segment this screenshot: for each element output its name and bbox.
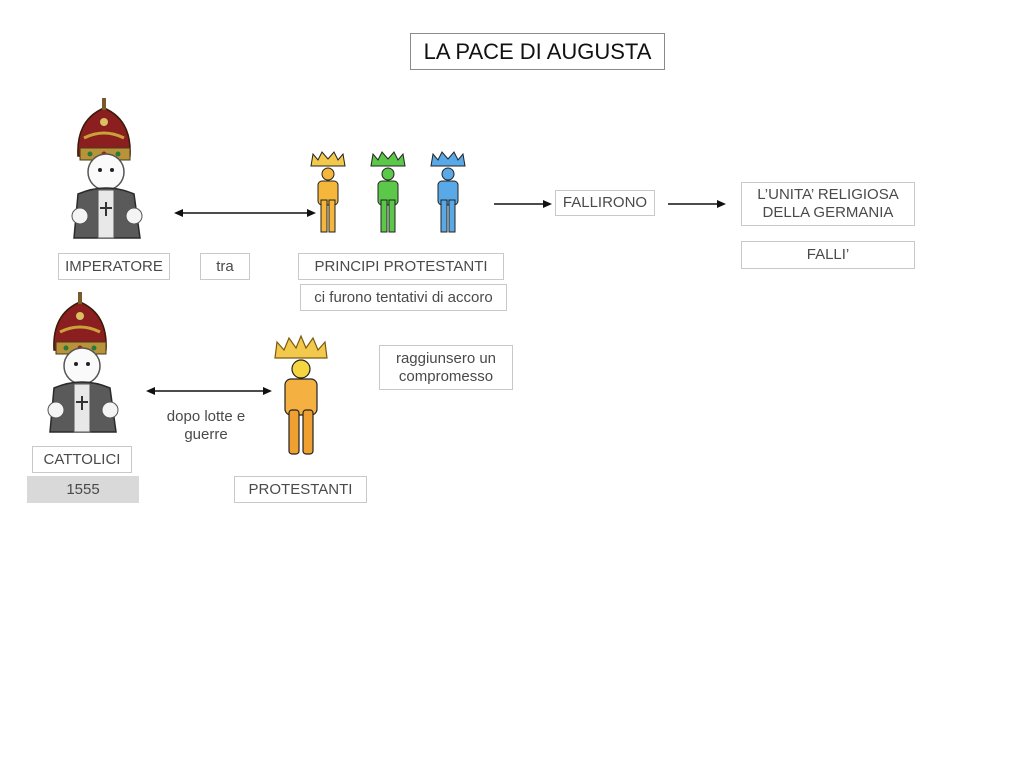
tentativi-box: ci furono tentativi di accoro (300, 284, 507, 311)
tra-box: tra (200, 253, 250, 280)
raggiunsero-box: raggiunsero un compromesso (379, 345, 513, 390)
dopo-line-1: dopo lotte e (156, 408, 256, 426)
fallirono-box: FALLIRONO (555, 190, 655, 216)
tentativi-label: ci furono tentativi di accoro (314, 289, 492, 307)
raggiunsero-line-2: compromesso (399, 368, 493, 386)
emperor-figure-icon (46, 292, 122, 436)
tra-label: tra (216, 258, 234, 276)
unita-religiosa-box: L’UNITA’ RELIGIOSA DELLA GERMANIA (741, 182, 915, 226)
dopo-lotte-text: dopo lotte e guerre (156, 408, 256, 444)
fallirono-label: FALLIRONO (563, 194, 647, 212)
double-arrow-icon (146, 384, 272, 398)
cattolici-box: CATTOLICI (32, 446, 132, 473)
imperatore-box: IMPERATORE (58, 253, 170, 280)
protestant-figure-icon (273, 332, 329, 458)
prince-figure-icon (310, 148, 470, 236)
principi-protestanti-box: PRINCIPI PROTESTANTI (298, 253, 504, 280)
falli-box: FALLI’ (741, 241, 915, 269)
year-label: 1555 (66, 481, 99, 499)
year-box: 1555 (27, 476, 139, 503)
protestanti-label: PROTESTANTI (249, 481, 353, 499)
unita-line-2: DELLA GERMANIA (763, 204, 894, 222)
imperatore-label: IMPERATORE (65, 258, 163, 276)
cattolici-label: CATTOLICI (44, 451, 121, 469)
protestanti-box: PROTESTANTI (234, 476, 367, 503)
right-arrow-icon (494, 197, 552, 211)
page-title-text: LA PACE DI AUGUSTA (424, 39, 652, 65)
dopo-line-2: guerre (156, 426, 256, 444)
emperor-figure-icon (70, 98, 146, 242)
page-title: LA PACE DI AUGUSTA (410, 33, 665, 70)
raggiunsero-line-1: raggiunsero un (396, 350, 496, 368)
right-arrow-icon (668, 197, 726, 211)
double-arrow-icon (174, 206, 316, 220)
falli-label: FALLI’ (807, 246, 850, 264)
principi-label: PRINCIPI PROTESTANTI (314, 258, 487, 276)
unita-line-1: L’UNITA’ RELIGIOSA (757, 186, 898, 204)
